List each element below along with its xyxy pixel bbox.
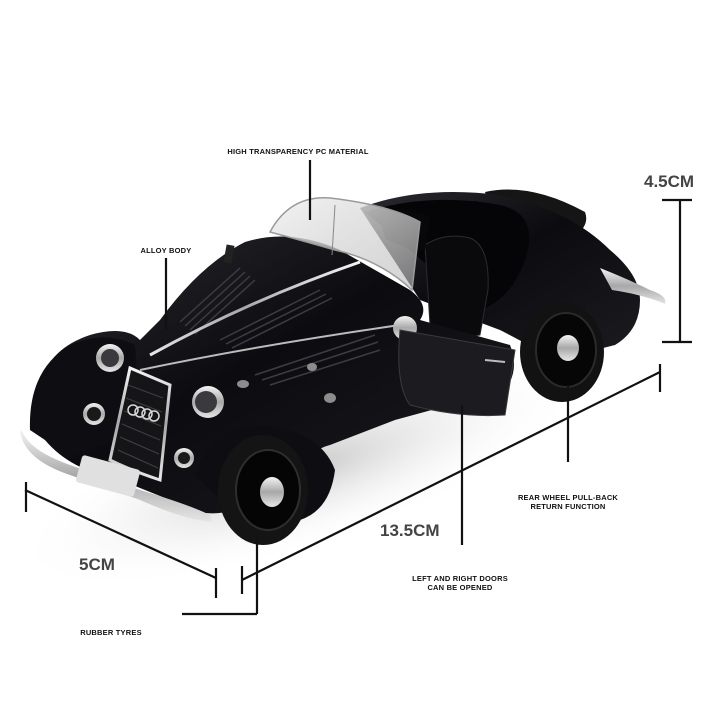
doors-label-line2: CAN BE OPENED bbox=[427, 583, 493, 592]
windshield-label: HIGH TRANSPARENCY PC MATERIAL bbox=[212, 147, 384, 156]
doors-label-line1: LEFT AND RIGHT DOORS bbox=[412, 574, 508, 583]
tyres-label-text: RUBBER TYRES bbox=[80, 628, 142, 637]
windshield bbox=[223, 197, 421, 292]
front-bumper bbox=[20, 430, 212, 522]
front-wheel bbox=[218, 435, 308, 545]
open-door bbox=[398, 329, 516, 417]
rear-wheel-label-line2: RETURN FUNCTION bbox=[530, 502, 606, 511]
height-dimension: 4.5CM bbox=[644, 172, 695, 191]
rear-wheel-label-line1: REAR WHEEL PULL-BACK bbox=[517, 493, 619, 502]
alloy-body-label-text: ALLOY BODY bbox=[140, 246, 192, 255]
width-dimension: 5CM bbox=[79, 555, 115, 574]
four-rings-logo-icon bbox=[127, 404, 160, 422]
rear-wheel-label: REAR WHEEL PULL-BACK RETURN FUNCTION bbox=[506, 493, 630, 511]
doors-label: LEFT AND RIGHT DOORS CAN BE OPENED bbox=[400, 574, 520, 592]
rear-wheel bbox=[520, 302, 604, 402]
tyres-label: RUBBER TYRES bbox=[70, 628, 152, 637]
windshield-label-text: HIGH TRANSPARENCY PC MATERIAL bbox=[227, 147, 369, 156]
length-dimension: 13.5CM bbox=[380, 521, 440, 540]
annotation-lines bbox=[24, 160, 692, 616]
alloy-body-label: ALLOY BODY bbox=[130, 246, 202, 255]
headlights bbox=[83, 316, 417, 468]
